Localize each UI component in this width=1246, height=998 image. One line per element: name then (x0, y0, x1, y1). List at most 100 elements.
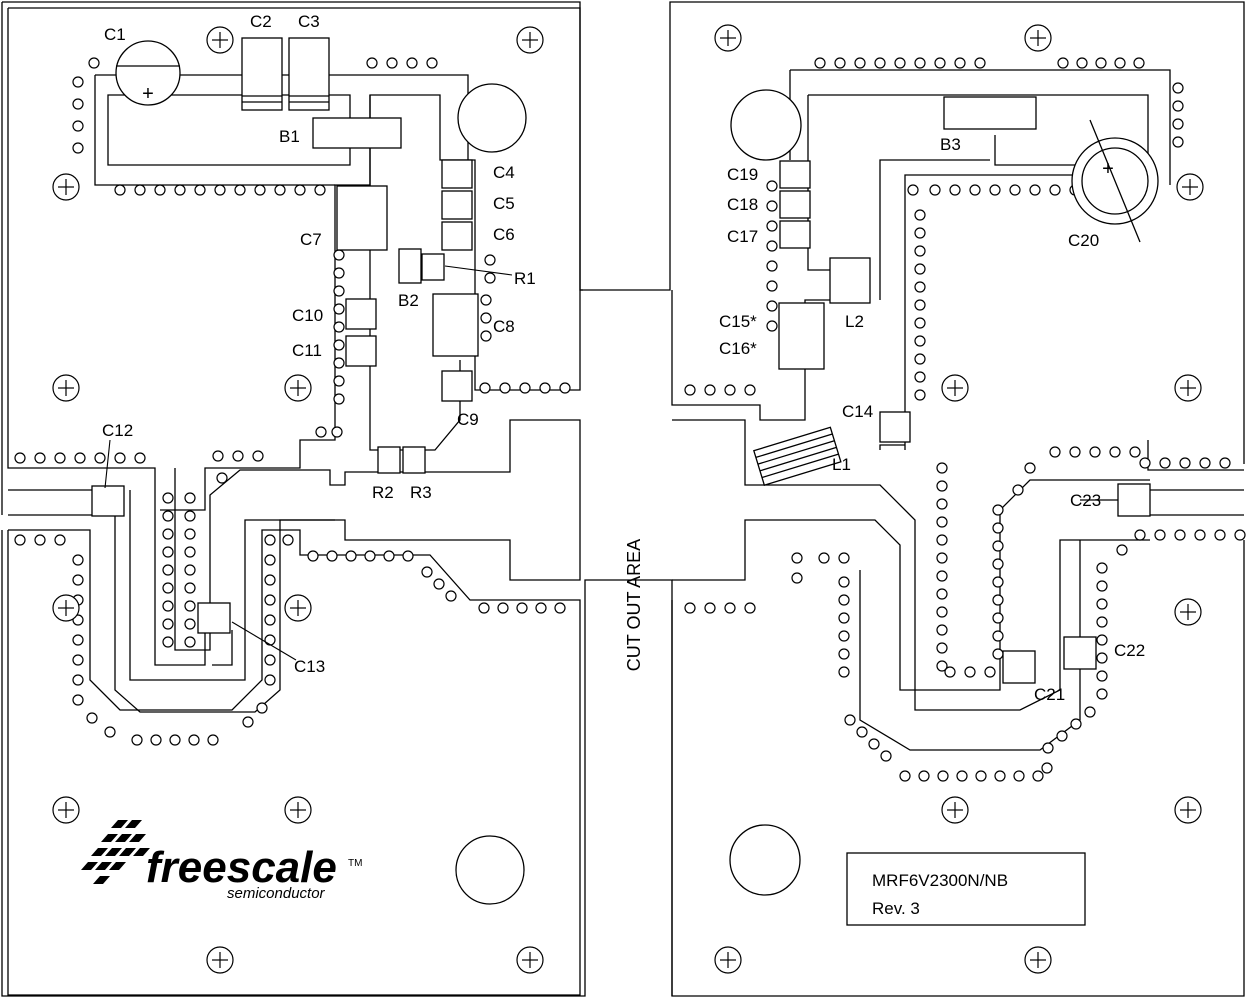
label-c15: C15* (719, 312, 757, 331)
via-hole (766, 200, 778, 212)
cutout-area-label: CUT OUT AREA (624, 539, 644, 671)
via-hole (333, 303, 345, 315)
via-hole (766, 320, 778, 332)
via-hole (992, 522, 1004, 534)
via-hole (992, 576, 1004, 588)
via-hole (918, 770, 930, 782)
via-hole (234, 184, 246, 196)
via-hole (426, 57, 438, 69)
via-hole (326, 550, 338, 562)
via-hole (766, 180, 778, 192)
via-hole (936, 660, 948, 672)
mounting-hole (1024, 946, 1052, 974)
label-c9: C9 (457, 410, 479, 429)
via-hole (766, 280, 778, 292)
capacitor-c5 (441, 190, 473, 220)
via-hole (207, 734, 219, 746)
via-hole (1234, 529, 1246, 541)
via-hole (34, 452, 46, 464)
via-hole (1134, 529, 1146, 541)
via-hole (184, 510, 196, 522)
via-hole (969, 184, 981, 196)
via-hole (559, 382, 571, 394)
left-rf-trace (129, 419, 581, 681)
via-hole (162, 564, 174, 576)
via-hole (333, 249, 345, 261)
via-hole (516, 602, 528, 614)
freescale-logo: freescale TM semiconductor (81, 820, 362, 902)
via-hole (72, 694, 84, 706)
via-hole (184, 492, 196, 504)
via-hole (184, 582, 196, 594)
mounting-hole (284, 594, 312, 622)
capacitor-c9 (441, 370, 473, 402)
via-hole (282, 534, 294, 546)
via-hole (535, 602, 547, 614)
via-hole (838, 576, 850, 588)
via-hole (264, 574, 276, 586)
capacitor-c13 (197, 602, 231, 634)
resistor-r1 (421, 253, 445, 281)
via-hole (684, 384, 696, 396)
mounting-hole (52, 796, 80, 824)
via-hole (914, 353, 926, 365)
capacitor-c10 (345, 298, 377, 330)
via-hole (1069, 446, 1081, 458)
via-hole (72, 142, 84, 154)
via-hole (184, 564, 196, 576)
label-c6: C6 (493, 225, 515, 244)
label-l2: L2 (845, 312, 864, 331)
bead-b1 (312, 117, 402, 149)
via-hole (150, 734, 162, 746)
via-hole (104, 726, 116, 738)
label-r2: R2 (372, 483, 394, 502)
via-hole (1096, 562, 1108, 574)
via-hole (252, 450, 264, 462)
via-hole (1024, 462, 1036, 474)
via-hole (1096, 616, 1108, 628)
capacitor-c21 (1002, 650, 1036, 684)
via-hole (1096, 580, 1108, 592)
capacitor-c22 (1063, 636, 1097, 670)
mounting-hole (516, 946, 544, 974)
capacitor-c7 (336, 185, 388, 251)
via-hole (1096, 598, 1108, 610)
label-c7: C7 (300, 230, 322, 249)
via-hole (1109, 446, 1121, 458)
via-hole (936, 516, 948, 528)
via-hole (1013, 770, 1025, 782)
via-hole (1096, 652, 1108, 664)
label-c21: C21 (1034, 685, 1065, 704)
label-c13: C13 (294, 657, 325, 676)
via-hole (72, 98, 84, 110)
via-hole (72, 554, 84, 566)
label-c12: C12 (102, 421, 133, 440)
mounting-hole (52, 173, 80, 201)
via-hole (984, 666, 996, 678)
via-hole (1174, 529, 1186, 541)
label-l1: L1 (832, 455, 851, 474)
via-hole (314, 184, 326, 196)
via-hole (406, 57, 418, 69)
via-hole (480, 294, 492, 306)
via-hole (499, 382, 511, 394)
label-c10: C10 (292, 306, 323, 325)
via-hole (791, 572, 803, 584)
via-hole (1172, 136, 1184, 148)
via-hole (1139, 457, 1151, 469)
via-hole (1070, 718, 1082, 730)
via-hole (264, 654, 276, 666)
capacitor-c12 (91, 485, 125, 517)
via-hole (936, 498, 948, 510)
via-hole (936, 480, 948, 492)
label-c23: C23 (1070, 491, 1101, 510)
via-hole (274, 184, 286, 196)
via-hole (1129, 446, 1141, 458)
via-hole (1029, 184, 1041, 196)
via-hole (1009, 184, 1021, 196)
via-hole (937, 770, 949, 782)
label-c19: C19 (727, 165, 758, 184)
logo-wordmark: freescale (146, 843, 337, 892)
via-hole (188, 734, 200, 746)
via-hole (94, 452, 106, 464)
